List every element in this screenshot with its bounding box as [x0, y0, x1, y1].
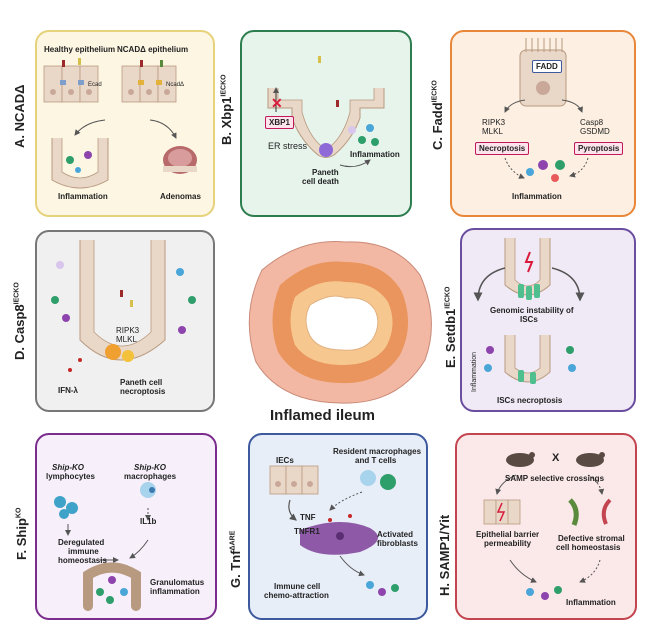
fibroblasts-label: fibroblasts — [377, 539, 418, 548]
panel-b-graphics: ✕ — [267, 56, 385, 168]
panel-d-graphics — [51, 240, 196, 372]
ship-ko-lymphocytes-line2: lymphocytes — [46, 472, 95, 481]
inflammation-label-c: Inflammation — [512, 192, 562, 201]
isc-necroptosis-label: ISCs necroptosis — [497, 396, 563, 405]
panel-a-graphics — [43, 58, 197, 189]
pyroptosis-box: Pyroptosis — [574, 142, 624, 155]
panel-f-graphics — [54, 482, 156, 611]
ship-ko-macrophages-line1: Ship-KO — [134, 463, 166, 472]
ifn-lambda-label: IFN-λ — [58, 386, 78, 395]
ileum-graphics — [248, 241, 432, 404]
er-stress-label: ER stress — [268, 141, 308, 151]
cell-death-label: cell death — [302, 177, 339, 186]
ncad-epithelium-label: NCADΔ epithelium — [117, 45, 189, 54]
ecad-label: Ecad — [88, 82, 102, 88]
il1b-label: IL1b — [140, 517, 157, 526]
deregulated-label: Deregulated — [58, 538, 105, 547]
ripk3-label-d: RIPK3 — [116, 326, 140, 335]
fadd-box: FADD — [532, 60, 562, 73]
ncad-label: NcadΔ — [166, 82, 185, 88]
ship-ko-lymphocytes-line1: Ship-KO — [52, 463, 84, 472]
panel-e-label: E. Setdb1IECKO — [443, 286, 458, 368]
panel-c-label: C. FaddIECKO — [430, 80, 445, 150]
immune-label: immune — [68, 547, 99, 556]
defective-stromal-label: Defective stromal — [558, 534, 625, 543]
genomic-instability-label: Genomic instability of — [490, 306, 574, 315]
iscs-label: ISCs — [520, 315, 538, 324]
granulomatus-inflammation-label: inflammation — [150, 587, 200, 596]
samp-crossings-label: SAMP selective crossings — [505, 474, 605, 483]
panel-d-label: D. Casp8IECKO — [12, 282, 27, 360]
chemo-attraction-label: chemo-attraction — [264, 591, 329, 600]
inflammation-label-h: Inflammation — [566, 598, 616, 607]
stromal-homeostasis-label: cell homeostasis — [556, 543, 621, 552]
epithelial-barrier-label: Epithelial barrier — [476, 530, 540, 539]
adenomas-label: Adenomas — [160, 192, 201, 201]
necroptosis-box: Necroptosis — [475, 142, 530, 155]
activated-label: Activated — [377, 530, 414, 539]
inflammation-label-e: Inflammation — [471, 351, 478, 392]
granulomatus-label: Granulomatus — [150, 578, 205, 587]
homeostasis-label: homeostasis — [58, 556, 107, 565]
casp8-label: Casp8 — [580, 118, 604, 127]
tnfr1-label: TNFR1 — [294, 527, 320, 536]
cross-symbol: X — [552, 452, 560, 464]
permeability-label: permeability — [484, 539, 532, 548]
panel-g-label: G. TnfΔARE — [228, 530, 243, 588]
panel-g-graphics — [269, 465, 399, 596]
resident-macrophages-label: Resident macrophages — [333, 447, 422, 456]
gsdmd-label: GSDMD — [580, 127, 610, 136]
panel-h-label: H. SAMP1/Yit — [437, 514, 452, 596]
ship-ko-macrophages-line2: macrophages — [124, 472, 177, 481]
panel-f-label: F. ShipKO — [14, 507, 29, 560]
inflamed-ileum-title: Inflamed ileum — [270, 407, 376, 424]
paneth-label-b: Paneth — [312, 168, 339, 177]
panel-e — [460, 228, 636, 412]
xbp1-box: XBP1 — [265, 116, 294, 129]
panel-b-label: B. Xbp1IECKO — [219, 74, 234, 145]
tnf-label: TNF — [300, 513, 316, 522]
inflammation-label-a: Inflammation — [58, 192, 108, 201]
necroptosis-label-d: necroptosis — [120, 387, 166, 396]
t-cells-label: and T cells — [355, 456, 397, 465]
ripk3-label-c: RIPK3 — [482, 118, 506, 127]
immune-cell-label: Immune cell — [274, 582, 321, 591]
panel-e-graphics — [473, 238, 585, 384]
inflammation-label-b: Inflammation — [350, 150, 400, 159]
paneth-cell-label-d: Paneth cell — [120, 378, 163, 387]
iecs-label: IECs — [276, 456, 294, 465]
panel-h-graphics — [483, 452, 612, 600]
healthy-epithelium-label: Healthy epithelium — [44, 45, 116, 54]
mlkl-label-d: MLKL — [116, 335, 137, 344]
panel-a-label: A. NCADΔ — [12, 84, 27, 148]
mlkl-label-c: MLKL — [482, 127, 503, 136]
panel-h — [455, 433, 637, 620]
svg-text:✕: ✕ — [271, 95, 283, 111]
